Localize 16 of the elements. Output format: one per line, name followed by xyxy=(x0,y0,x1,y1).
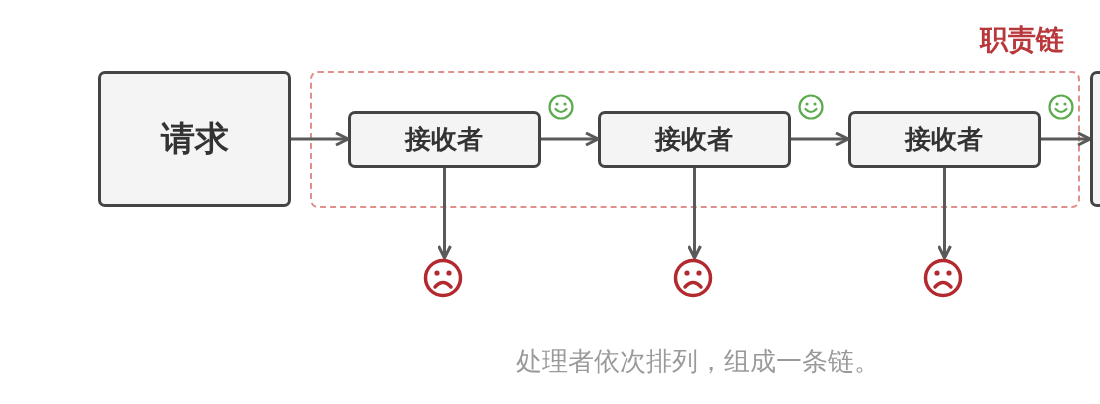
group-heading: 职责链 xyxy=(980,22,1064,58)
process-box: 接收者 xyxy=(597,110,791,168)
arrow xyxy=(1041,131,1092,147)
arrow xyxy=(937,168,952,260)
arrow xyxy=(291,131,350,147)
arrow xyxy=(791,131,850,147)
process-box: 接收者 xyxy=(347,110,541,168)
sad-face-icon xyxy=(673,258,713,298)
process-box: 请求 xyxy=(98,71,291,207)
sad-face-icon xyxy=(923,258,963,298)
arrow xyxy=(437,168,452,260)
process-box: 接收者 xyxy=(847,110,1041,168)
arrow xyxy=(541,131,600,147)
arrow xyxy=(687,168,702,260)
sad-face-icon xyxy=(423,258,463,298)
caption: 处理者依次排列，组成一条链。 xyxy=(514,345,881,378)
